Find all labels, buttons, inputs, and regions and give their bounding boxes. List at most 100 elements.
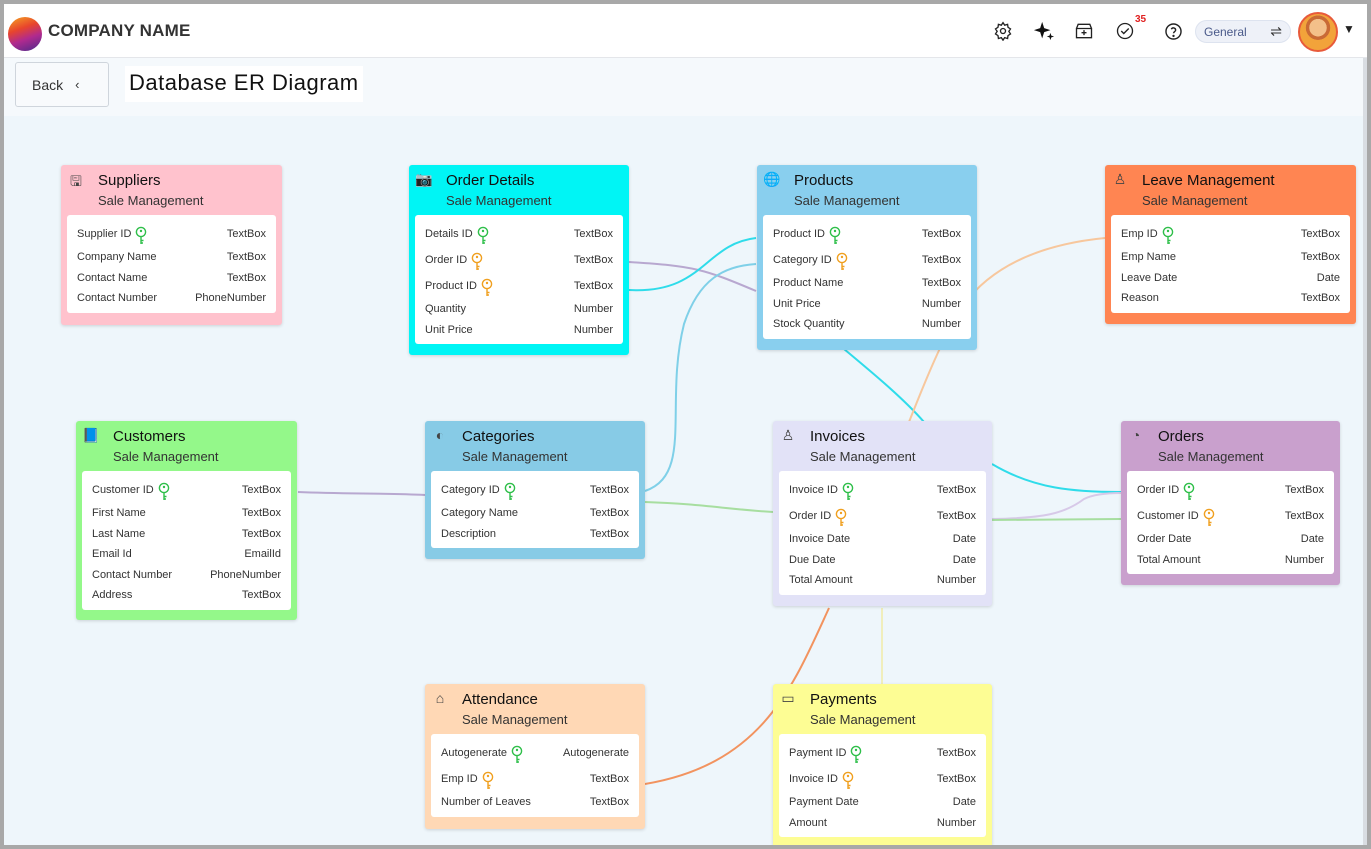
store-icon[interactable] <box>1071 18 1097 44</box>
company-logo[interactable] <box>8 17 42 51</box>
field-type: TextBox <box>936 773 976 785</box>
user-avatar[interactable] <box>1298 12 1338 52</box>
field-name-text: Invoice Date <box>789 533 851 546</box>
field-name: Invoice Date <box>789 533 850 545</box>
field-name-text: Autogenerate <box>441 747 508 759</box>
table-categories[interactable]: ◐ Categories Sale Management Category ID… <box>425 421 645 559</box>
canvas-scrollbar[interactable] <box>1363 58 1367 845</box>
field-name-text: Emp ID <box>441 773 478 785</box>
field-name: Category ID <box>441 480 516 500</box>
field-type: TextBox <box>1300 292 1340 305</box>
table-attendance[interactable]: ⌂ Attendance Sale Management Autogenerat… <box>425 684 645 829</box>
table-name: Suppliers <box>98 172 161 189</box>
field-name: Category ID <box>773 250 848 270</box>
save-disk-icon: 🖫 <box>70 173 82 189</box>
primary-key-icon <box>158 482 170 502</box>
back-button[interactable]: Back ‹ <box>15 62 109 107</box>
help-icon[interactable] <box>1160 18 1186 44</box>
camera-icon: 📷 <box>415 171 433 187</box>
table-module: Sale Management <box>810 712 916 727</box>
foreign-key-icon <box>836 252 848 272</box>
person-icon: ♙ <box>1113 171 1127 187</box>
field-name-text: Total Amount <box>789 574 853 587</box>
field-name-text: Email Id <box>92 548 132 561</box>
field-name: Description <box>441 528 496 540</box>
tasks-check-icon[interactable] <box>1112 18 1138 44</box>
table-name: Orders <box>1158 428 1204 445</box>
caret-down-icon[interactable]: ▼ <box>1343 22 1355 36</box>
settings-icon[interactable] <box>990 18 1016 44</box>
field-name-text: Category Name <box>441 507 519 520</box>
swap-arrows-icon: ⇌ <box>1270 23 1282 39</box>
field-name: Address <box>92 589 132 601</box>
ai-sparkle-icon[interactable] <box>1031 18 1057 44</box>
field-name: Customer ID <box>1137 506 1215 526</box>
field-type: TextBox <box>589 484 629 496</box>
field-row[interactable]: Category ID TextBox <box>441 477 629 503</box>
workspace-switcher[interactable]: General ⇌ <box>1195 20 1291 43</box>
field-row[interactable]: Invoice Date Date <box>789 529 976 550</box>
table-order-details[interactable]: 📷 Order Details Sale Management Details … <box>409 165 629 355</box>
field-type: Number <box>573 323 613 336</box>
field-name-text: Supplier ID <box>77 228 132 240</box>
primary-key-icon <box>842 482 854 502</box>
table-module: Sale Management <box>446 193 552 208</box>
field-name: Number of Leaves <box>441 796 531 808</box>
primary-key-icon <box>829 226 841 246</box>
table-leave-management[interactable]: ♙ Leave Management Sale Management Emp I… <box>1105 165 1356 324</box>
field-name-text: Details ID <box>425 228 473 240</box>
field-name: Company Name <box>77 251 156 263</box>
field-name-text: Order ID <box>1137 484 1180 496</box>
field-name: Category Name <box>441 507 518 519</box>
field-type: Date <box>952 533 976 546</box>
